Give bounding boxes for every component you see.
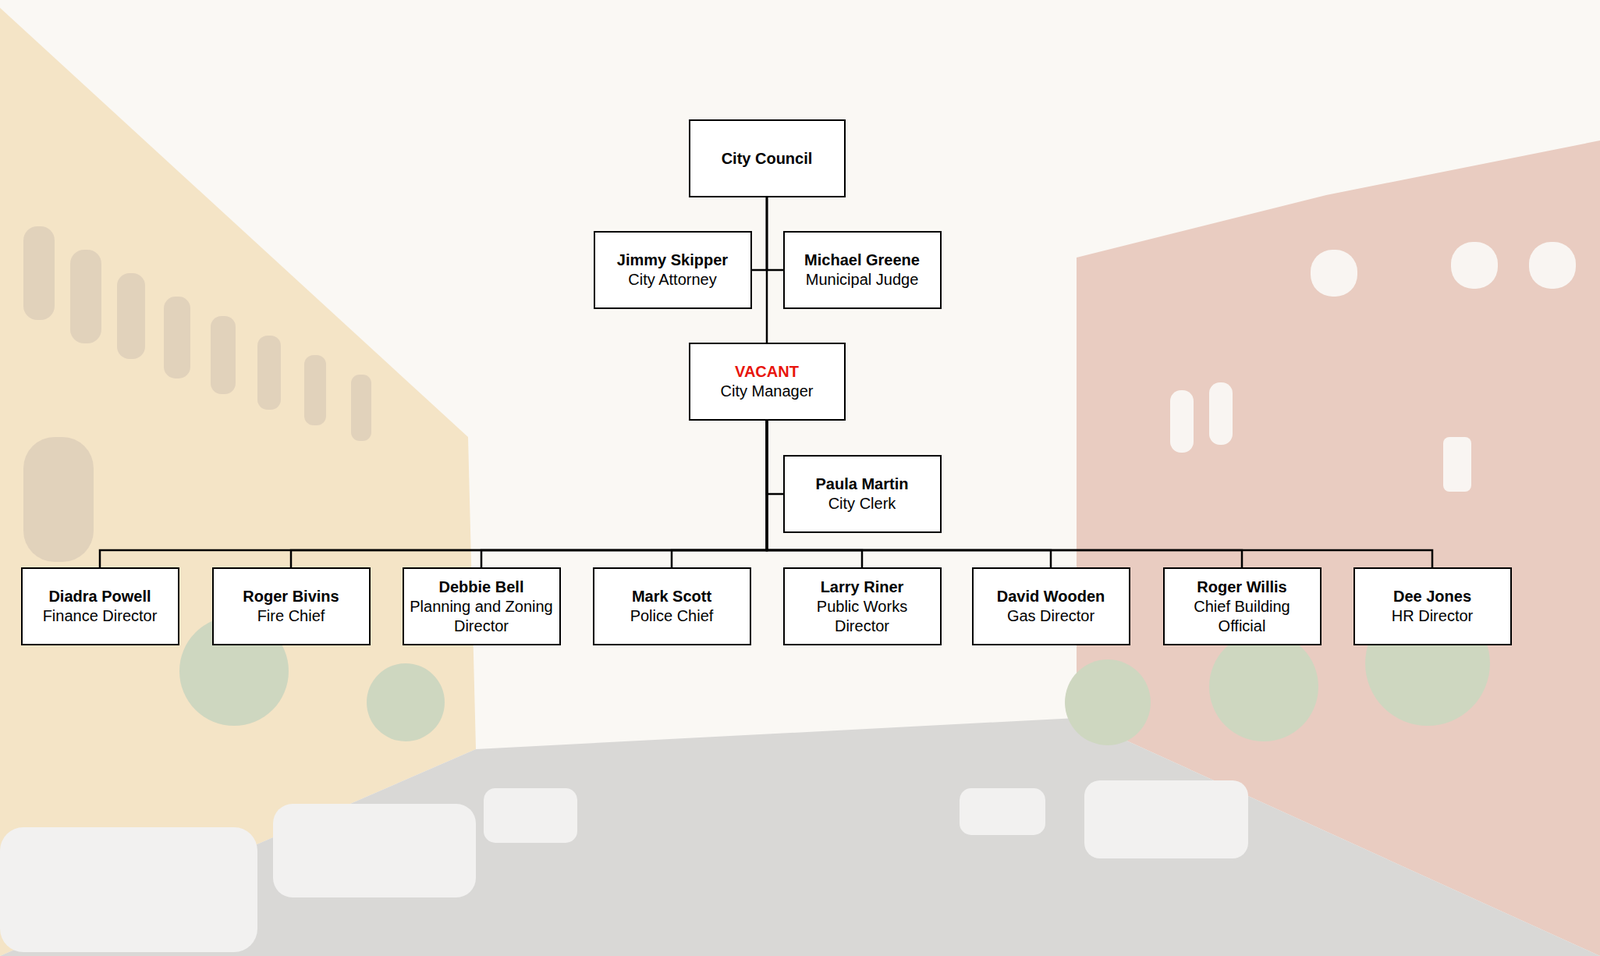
box-title: City Council [721,149,813,169]
job-title: Fire Chief [257,606,326,626]
job-title: Planning and Zoning Director [408,596,555,636]
reporting-line [766,420,784,494]
reporting-line [766,420,1242,568]
person-name: Roger Willis [1196,577,1287,597]
job-title: Gas Director [1007,606,1095,626]
person-name: Paula Martin [815,474,909,494]
org-box: Diadra PowellFinance Director [21,567,180,646]
right-building [1076,140,1600,956]
road [0,717,1600,956]
org-box: Mark ScottPolice Chief [592,567,752,646]
org-box: City Council [688,119,846,198]
person-name: Diadra Powell [48,586,151,607]
job-title: Municipal Judge [805,269,919,290]
org-box: Roger WillisChief Building Official [1163,567,1322,646]
job-title: Public Works Director [789,596,936,636]
job-title: City Manager [720,381,814,401]
person-name: Jimmy Skipper [617,250,728,270]
job-title: Police Chief [630,606,714,626]
org-box: Roger BivinsFire Chief [212,567,371,646]
job-title: City Attorney [627,269,717,290]
reporting-line [671,420,767,568]
reporting-line [766,420,1051,568]
person-name: VACANT [734,361,799,382]
reporting-line [99,420,767,568]
job-title: Chief Building Official [1169,596,1316,636]
person-name: Dee Jones [1393,586,1472,607]
job-title: Finance Director [42,606,158,626]
reporting-line [290,420,767,568]
org-box: VACANTCity Manager [688,342,846,421]
left-building [0,7,476,956]
org-box: Dee JonesHR Director [1353,567,1512,646]
org-box: David WoodenGas Director [972,567,1131,646]
person-name: Roger Bivins [242,586,339,607]
cars [0,780,1249,952]
org-box: Debbie BellPlanning and Zoning Director [402,567,561,646]
person-name: Michael Greene [804,250,920,270]
reporting-line [752,197,768,270]
person-name: Larry Riner [820,577,905,597]
org-box: Jimmy SkipperCity Attorney [593,230,753,309]
job-title: City Clerk [828,493,897,514]
reporting-line [766,197,784,270]
person-name: David Wooden [996,586,1106,607]
reporting-line [766,197,769,343]
job-title: HR Director [1391,606,1473,626]
org-box: Paula MartinCity Clerk [783,454,942,533]
reporting-line [766,420,1433,568]
right-windows [1170,241,1576,492]
reporting-line [481,420,767,568]
org-box: Michael GreeneMunicipal Judge [783,230,942,309]
person-name: Debbie Bell [439,577,525,597]
left-windows [23,226,372,562]
org-box: Larry RinerPublic Works Director [783,567,942,646]
person-name: Mark Scott [631,586,712,607]
